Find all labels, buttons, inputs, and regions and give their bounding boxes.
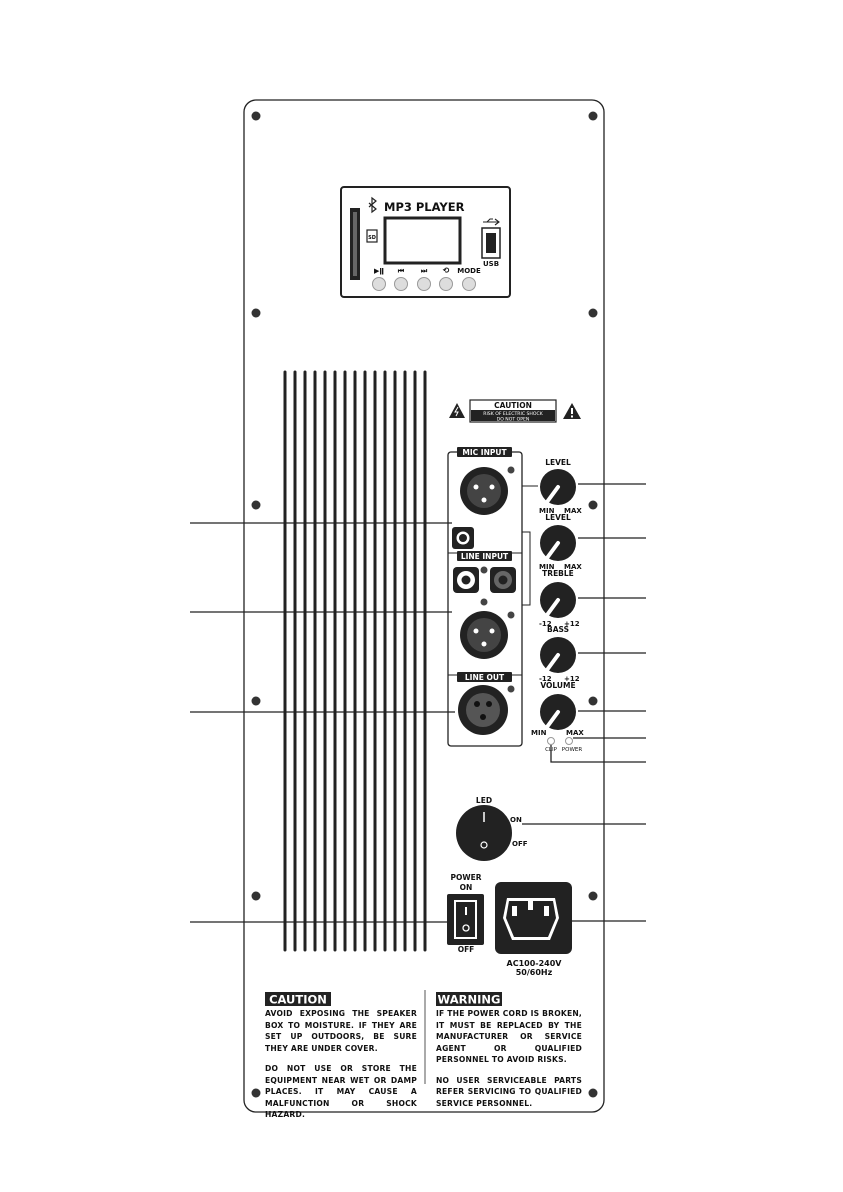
mic-level-min-label: MIN: [539, 507, 555, 515]
screw: [251, 1088, 261, 1098]
volume-label: VOLUME: [540, 681, 575, 690]
power-switch-label: POWER: [450, 873, 481, 882]
mp3-player-module: SD MP3 PLAYER USB ▶ǁ ⏮ ⏭ ⟲ MODE: [340, 186, 511, 298]
warning-title: WARNING: [438, 993, 501, 1007]
line-out-label: LINE OUT: [465, 673, 505, 682]
volume-knob[interactable]: [540, 694, 576, 730]
warning-paragraph-1: IF THE POWER CORD IS BROKEN, IT MUST BE …: [436, 1009, 582, 1064]
screw: [588, 308, 598, 318]
screw: [588, 500, 598, 510]
mic-quarter-inch-jack[interactable]: [452, 527, 474, 549]
warning-notice: IF THE POWER CORD IS BROKEN, IT MUST BE …: [436, 1008, 582, 1118]
input-section: MIC INPUT LINE INPUT LINE OUT: [447, 447, 523, 747]
mic-level-max-label: MAX: [564, 507, 582, 515]
repeat-button[interactable]: [439, 277, 453, 291]
led-switch-off-label: OFF: [512, 840, 528, 848]
mp3-player-title: MP3 PLAYER: [384, 200, 465, 214]
heat-sink-fins: [283, 370, 427, 952]
play-pause-label: ▶ǁ: [374, 267, 384, 275]
screw: [588, 696, 598, 706]
sd-card-icon: [366, 229, 378, 243]
line-out-xlr-jack[interactable]: [458, 685, 515, 735]
mic-xlr-input-jack[interactable]: [460, 466, 515, 516]
power-led: [565, 737, 573, 745]
bass-knob[interactable]: [540, 637, 576, 673]
bluetooth-icon: [368, 196, 377, 214]
shock-warning-label: CAUTION RISK OF ELECTRIC SHOCK DO NOT OP…: [449, 399, 581, 423]
bass-max-label: +12: [564, 675, 580, 683]
volume-min-label: MIN: [531, 729, 547, 737]
control-knobs: LEVEL MIN MAX LEVEL MIN MAX TREBLE -12 +…: [531, 458, 584, 737]
mode-button[interactable]: [462, 277, 476, 291]
clip-led: [547, 737, 555, 745]
caution-paragraph-1: AVOID EXPOSING THE SPEAKER BOX TO MOISTU…: [265, 1009, 417, 1053]
ac-power-inlet[interactable]: [495, 882, 572, 954]
screw: [588, 111, 598, 121]
line-input-rca-left-jack[interactable]: [453, 567, 479, 593]
screw: [251, 696, 261, 706]
usb-label: USB: [483, 260, 499, 268]
caution-badge-line1: RISK OF ELECTRIC SHOCK: [483, 411, 543, 417]
screw: [251, 308, 261, 318]
led-switch-label: LED: [476, 796, 492, 805]
previous-label: ⏮: [398, 267, 405, 275]
led-switch-section: LED ON OFF: [456, 796, 528, 861]
power-led-label: POWER: [562, 747, 583, 753]
mp3-display-screen: [383, 216, 462, 265]
caution-paragraph-2: DO NOT USE OR STORE THE EQUIPMENT NEAR W…: [265, 1064, 417, 1119]
led-rotary-switch[interactable]: [456, 805, 512, 861]
ac-frequency-label: 50/60Hz: [516, 968, 553, 977]
lightning-warning-icon: [449, 403, 465, 418]
panel-screws: [251, 111, 598, 1098]
led-switch-on-label: ON: [510, 816, 522, 824]
line-level-max-label: MAX: [564, 563, 582, 571]
play-pause-button[interactable]: [372, 277, 386, 291]
treble-max-label: +12: [564, 620, 580, 628]
line-input-rca-right-jack[interactable]: [490, 567, 516, 593]
line-level-label: LEVEL: [545, 513, 571, 522]
line-input-xlr-jack[interactable]: [460, 611, 515, 659]
volume-max-label: MAX: [566, 729, 584, 737]
repeat-label: ⟲: [443, 266, 450, 275]
callout-clip-led: [550, 745, 646, 763]
warning-paragraph-2: NO USER SERVICEABLE PARTS REFER SERVICIN…: [436, 1075, 582, 1108]
line-level-knob[interactable]: [540, 525, 576, 561]
right-callout-lines: [522, 483, 646, 922]
line-level-min-label: MIN: [539, 563, 555, 571]
caution-title-badge: [265, 992, 331, 1006]
power-switch-off-label: OFF: [458, 945, 475, 954]
mode-label: MODE: [457, 267, 481, 275]
left-callout-lines: [190, 522, 455, 923]
caution-title: CAUTION: [269, 993, 327, 1007]
caution-notice: AVOID EXPOSING THE SPEAKER BOX TO MOISTU…: [265, 1008, 417, 1130]
next-button[interactable]: [417, 277, 431, 291]
line-input-label: LINE INPUT: [461, 552, 509, 561]
power-switch-on-label: ON: [460, 883, 473, 892]
screw: [588, 891, 598, 901]
screw: [588, 1088, 598, 1098]
screw: [251, 500, 261, 510]
ac-voltage-label: AC100-240V: [507, 959, 563, 968]
bass-min-label: -12: [539, 675, 552, 683]
bass-label: BASS: [547, 625, 569, 634]
treble-label: TREBLE: [542, 569, 574, 578]
usb-icon: [483, 218, 500, 226]
treble-min-label: -12: [539, 620, 552, 628]
next-label: ⏭: [421, 267, 428, 275]
screw: [251, 111, 261, 121]
line-level-bracket: [522, 531, 531, 606]
sd-label: SD: [368, 235, 376, 241]
mic-level-label: LEVEL: [545, 458, 571, 467]
screw: [251, 891, 261, 901]
power-rocker-switch[interactable]: [447, 894, 484, 945]
mic-level-knob[interactable]: [540, 469, 576, 505]
warning-title-badge: [436, 992, 502, 1006]
power-switch-section: POWER ON OFF: [447, 873, 484, 954]
treble-knob[interactable]: [540, 582, 576, 618]
previous-button[interactable]: [394, 277, 408, 291]
mic-input-label: MIC INPUT: [462, 448, 507, 457]
caution-badge-line2: DO NOT OPEN: [497, 417, 530, 423]
caution-badge-title: CAUTION: [494, 401, 532, 410]
